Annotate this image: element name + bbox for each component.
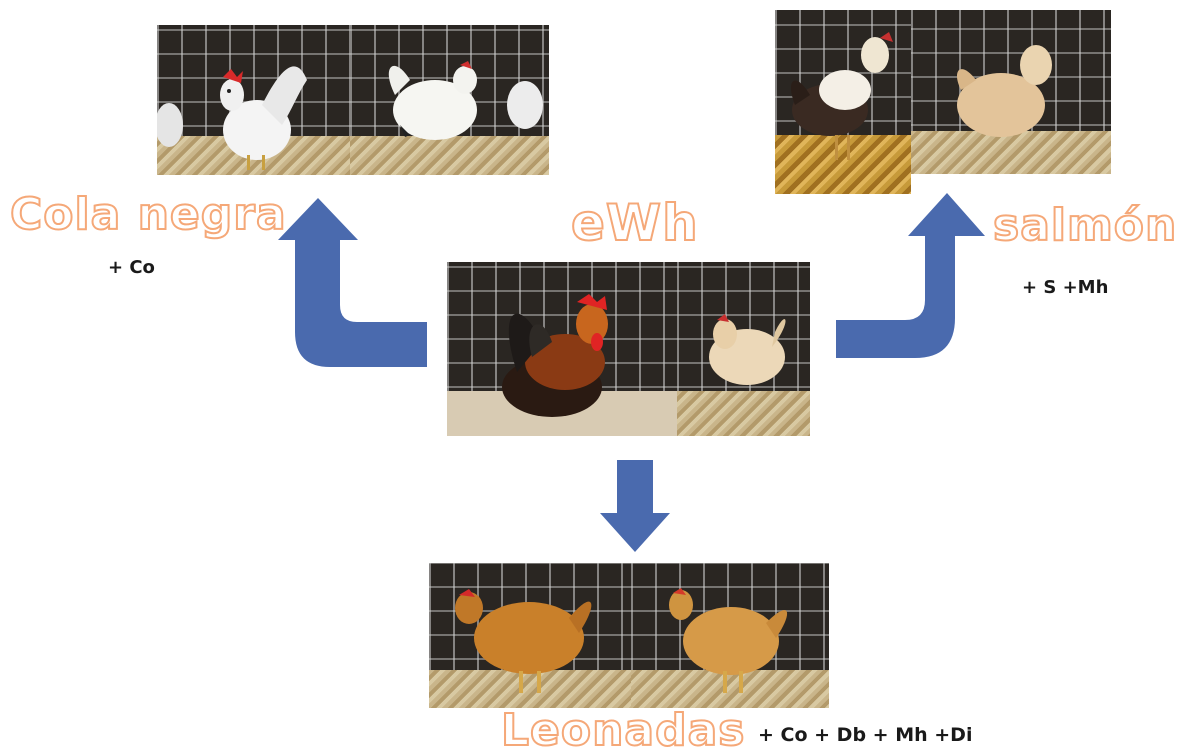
genes-cola-negra: + Co	[108, 257, 155, 278]
genes-salmon: + S +Mh	[1022, 277, 1108, 298]
label-leonadas: Leonadas	[501, 706, 746, 756]
arrow-to-leonadas	[600, 460, 670, 552]
label-salmon: salmón	[993, 200, 1177, 252]
label-ewh: eWh	[571, 195, 699, 251]
arrow-to-cola-negra	[278, 198, 427, 367]
arrow-to-salmon	[836, 193, 985, 358]
label-cola-negra: Cola negra	[10, 189, 287, 241]
genes-leonadas: + Co + Db + Mh +Di	[758, 724, 972, 746]
